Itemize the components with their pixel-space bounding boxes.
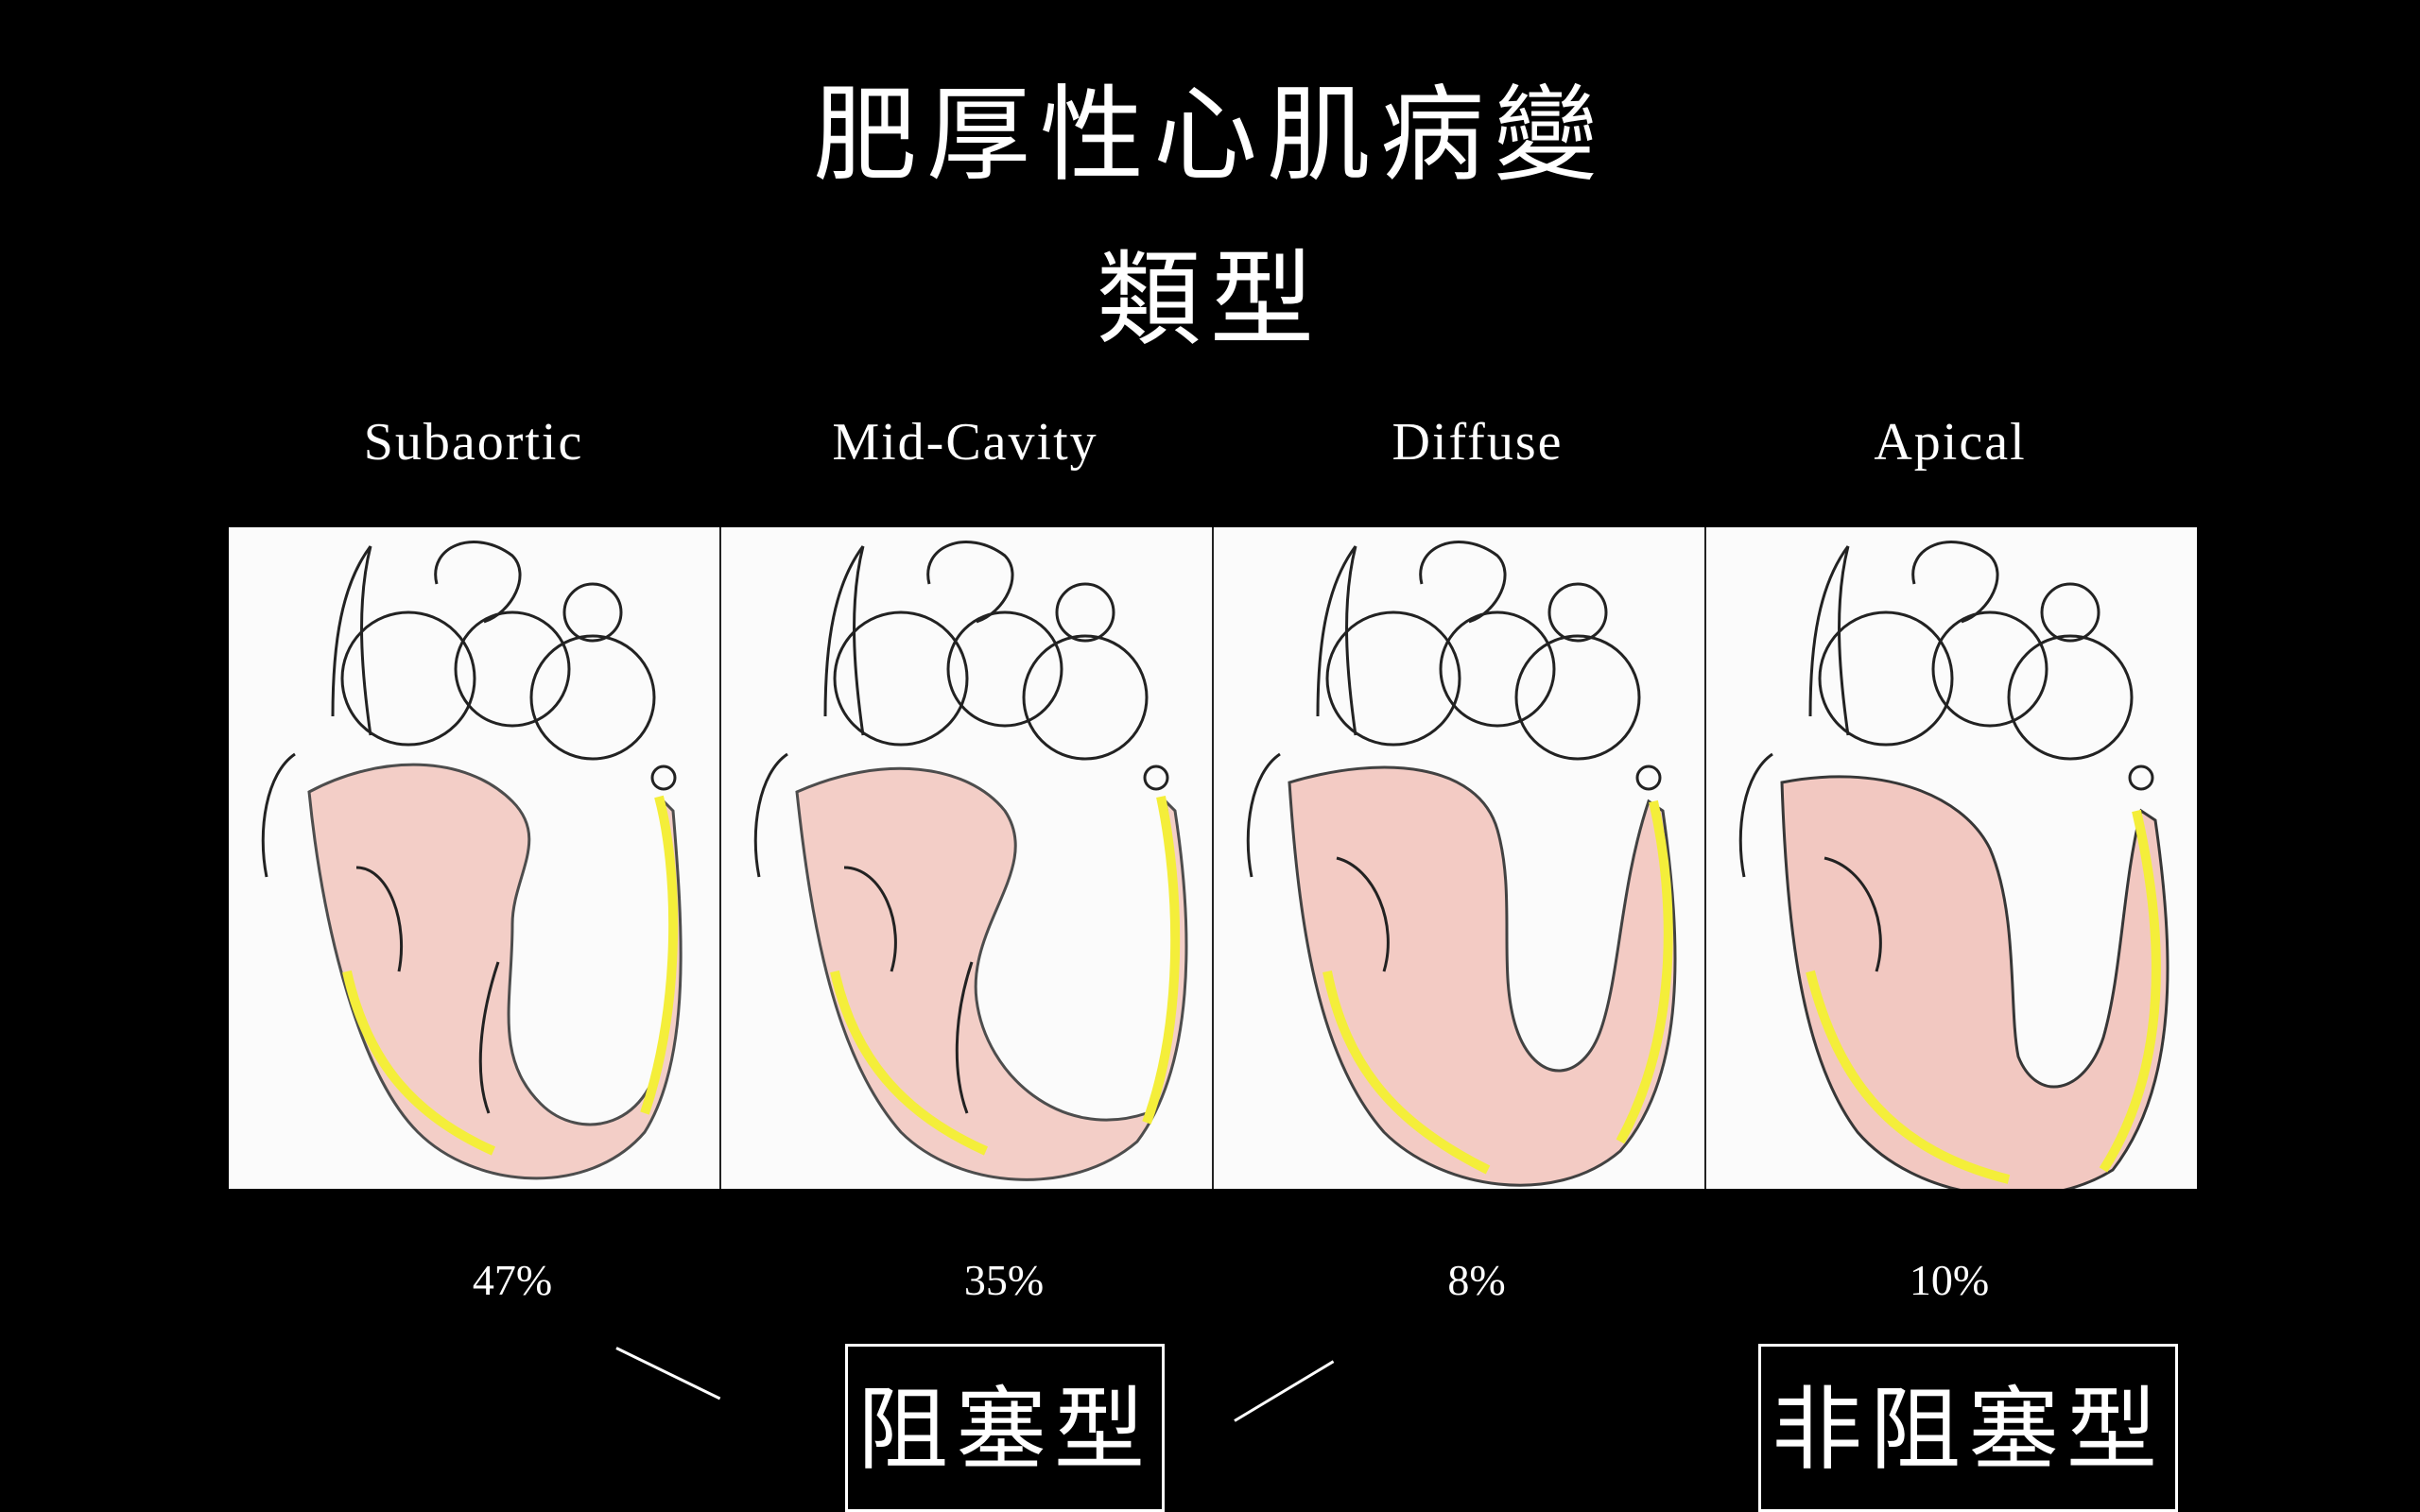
type-label-mid-cavity: Mid-Cavity — [832, 413, 1098, 472]
connector-line-right — [1234, 1360, 1335, 1422]
percent-diffuse: 8% — [1447, 1256, 1506, 1304]
type-label-apical: Apical — [1874, 413, 2027, 472]
heart-illustration-subaortic — [261, 541, 683, 1180]
heart-panel-subaortic — [229, 527, 719, 1189]
heart-panel-mid-cavity — [719, 527, 1212, 1189]
heart-illustration-apical — [1738, 541, 2169, 1189]
percent-apical: 10% — [1909, 1256, 1990, 1304]
connector-line-left — [615, 1347, 721, 1400]
percent-mid-cavity: 35% — [963, 1256, 1045, 1304]
heart-panel-apical — [1704, 527, 2197, 1189]
heart-illustration-mid-cavity — [753, 541, 1188, 1181]
group-box-non-obstructive: 非阻塞型 — [1758, 1344, 2178, 1512]
percent-subaortic: 47% — [472, 1256, 553, 1304]
heart-illustration-diffuse — [1246, 541, 1677, 1187]
heart-panel-diffuse — [1212, 527, 1704, 1189]
type-label-diffuse: Diffuse — [1392, 413, 1564, 472]
slide-subtitle: 類型 — [1097, 239, 1323, 360]
group-box-obstructive: 阻塞型 — [845, 1344, 1165, 1512]
heart-illustration-panels — [229, 527, 2197, 1189]
type-label-subaortic: Subaortic — [363, 413, 584, 472]
slide-title: 肥厚性心肌病變 — [813, 75, 1607, 196]
